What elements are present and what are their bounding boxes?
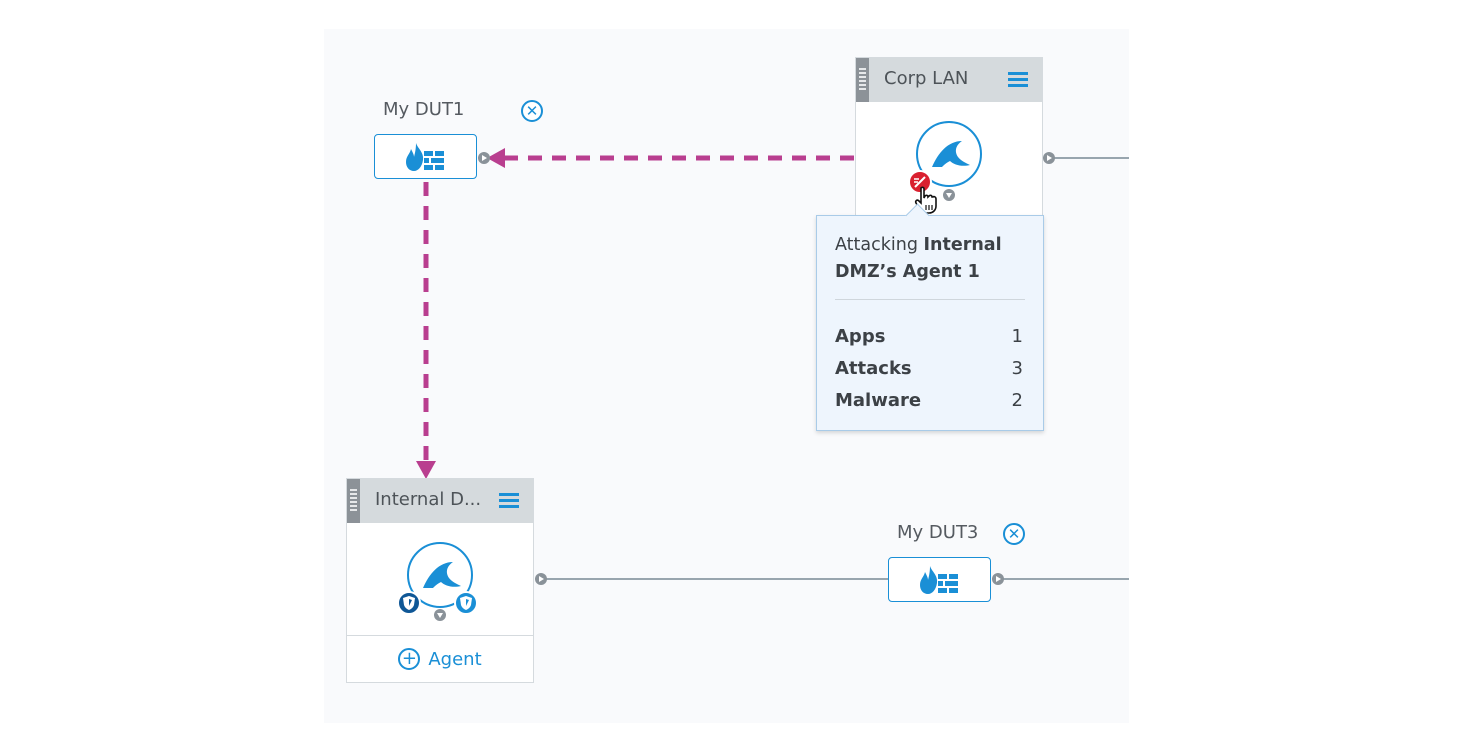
add-agent-label: Agent	[428, 648, 482, 670]
attack-tooltip: Attacking Internal DMZ’s Agent 1 Apps 1 …	[816, 203, 1044, 431]
hamburger-menu-icon[interactable]	[499, 493, 519, 509]
attack-badge-icon[interactable]	[908, 170, 932, 194]
tooltip-target-line1: Internal	[923, 235, 1002, 255]
network-title: Internal D...	[375, 489, 482, 510]
dut1-label: My DUT1	[383, 99, 465, 120]
hamburger-menu-icon[interactable]	[1008, 72, 1028, 88]
dut3-label: My DUT3	[897, 522, 979, 543]
tooltip-row-value: 2	[1011, 390, 1023, 411]
drag-handle[interactable]	[856, 58, 869, 102]
tooltip-target-line2: DMZ’s Agent 1	[835, 262, 980, 282]
attack-path-arrowhead-left	[487, 148, 505, 168]
tooltip-divider	[835, 299, 1025, 300]
wave-agent-icon	[932, 141, 970, 167]
tooltip-row-label: Malware	[835, 390, 922, 411]
connections-layer	[416, 148, 1129, 580]
network-corp-lan[interactable]: Corp LAN	[855, 57, 1043, 217]
dut3-node[interactable]	[888, 557, 991, 602]
firewall-icon	[405, 142, 444, 171]
drag-handle[interactable]	[347, 479, 360, 523]
wave-agent-icon	[423, 562, 461, 588]
firewall-icon	[919, 565, 958, 594]
agent-port[interactable]	[434, 609, 446, 621]
dut1-output-port[interactable]	[478, 152, 490, 164]
dut3-close-button[interactable]: ✕	[1003, 523, 1025, 545]
attack-path-arrowhead-down	[416, 461, 436, 479]
tooltip-row-value: 1	[1011, 326, 1023, 347]
network-header: Internal D...	[347, 479, 533, 523]
tooltip-row-label: Apps	[835, 326, 886, 347]
network-title: Corp LAN	[884, 68, 969, 89]
tooltip-row-label: Attacks	[835, 358, 912, 379]
topology-canvas[interactable]: My DUT1 ✕ Corp LAN	[324, 29, 1129, 723]
dut1-close-button[interactable]: ✕	[521, 100, 543, 122]
tooltip-prefix: Attacking	[835, 235, 918, 255]
tooltip-row: Malware 2	[835, 390, 1023, 420]
add-agent-button[interactable]: + Agent	[347, 635, 533, 682]
tooltip-row-value: 3	[1011, 358, 1023, 379]
dut3-output-port[interactable]	[992, 573, 1004, 585]
dut1-node[interactable]	[374, 134, 477, 179]
network-header: Corp LAN	[856, 58, 1042, 102]
corp-lan-output-port[interactable]	[1043, 152, 1055, 164]
network-internal-dmz[interactable]: Internal D... + Agent	[346, 478, 534, 683]
tooltip-row: Attacks 3	[835, 358, 1023, 388]
close-circle-icon: ✕	[1007, 524, 1021, 543]
plus-circle-icon: +	[398, 648, 421, 670]
tooltip-title: Attacking Internal DMZ’s Agent 1	[835, 232, 1035, 286]
close-circle-icon: ✕	[525, 101, 539, 120]
shield-badge-icon[interactable]	[454, 591, 478, 615]
tooltip-row: Apps 1	[835, 326, 1023, 356]
shield-badge-icon[interactable]	[397, 591, 421, 615]
agent-port[interactable]	[943, 189, 955, 201]
internal-dmz-output-port[interactable]	[535, 573, 547, 585]
